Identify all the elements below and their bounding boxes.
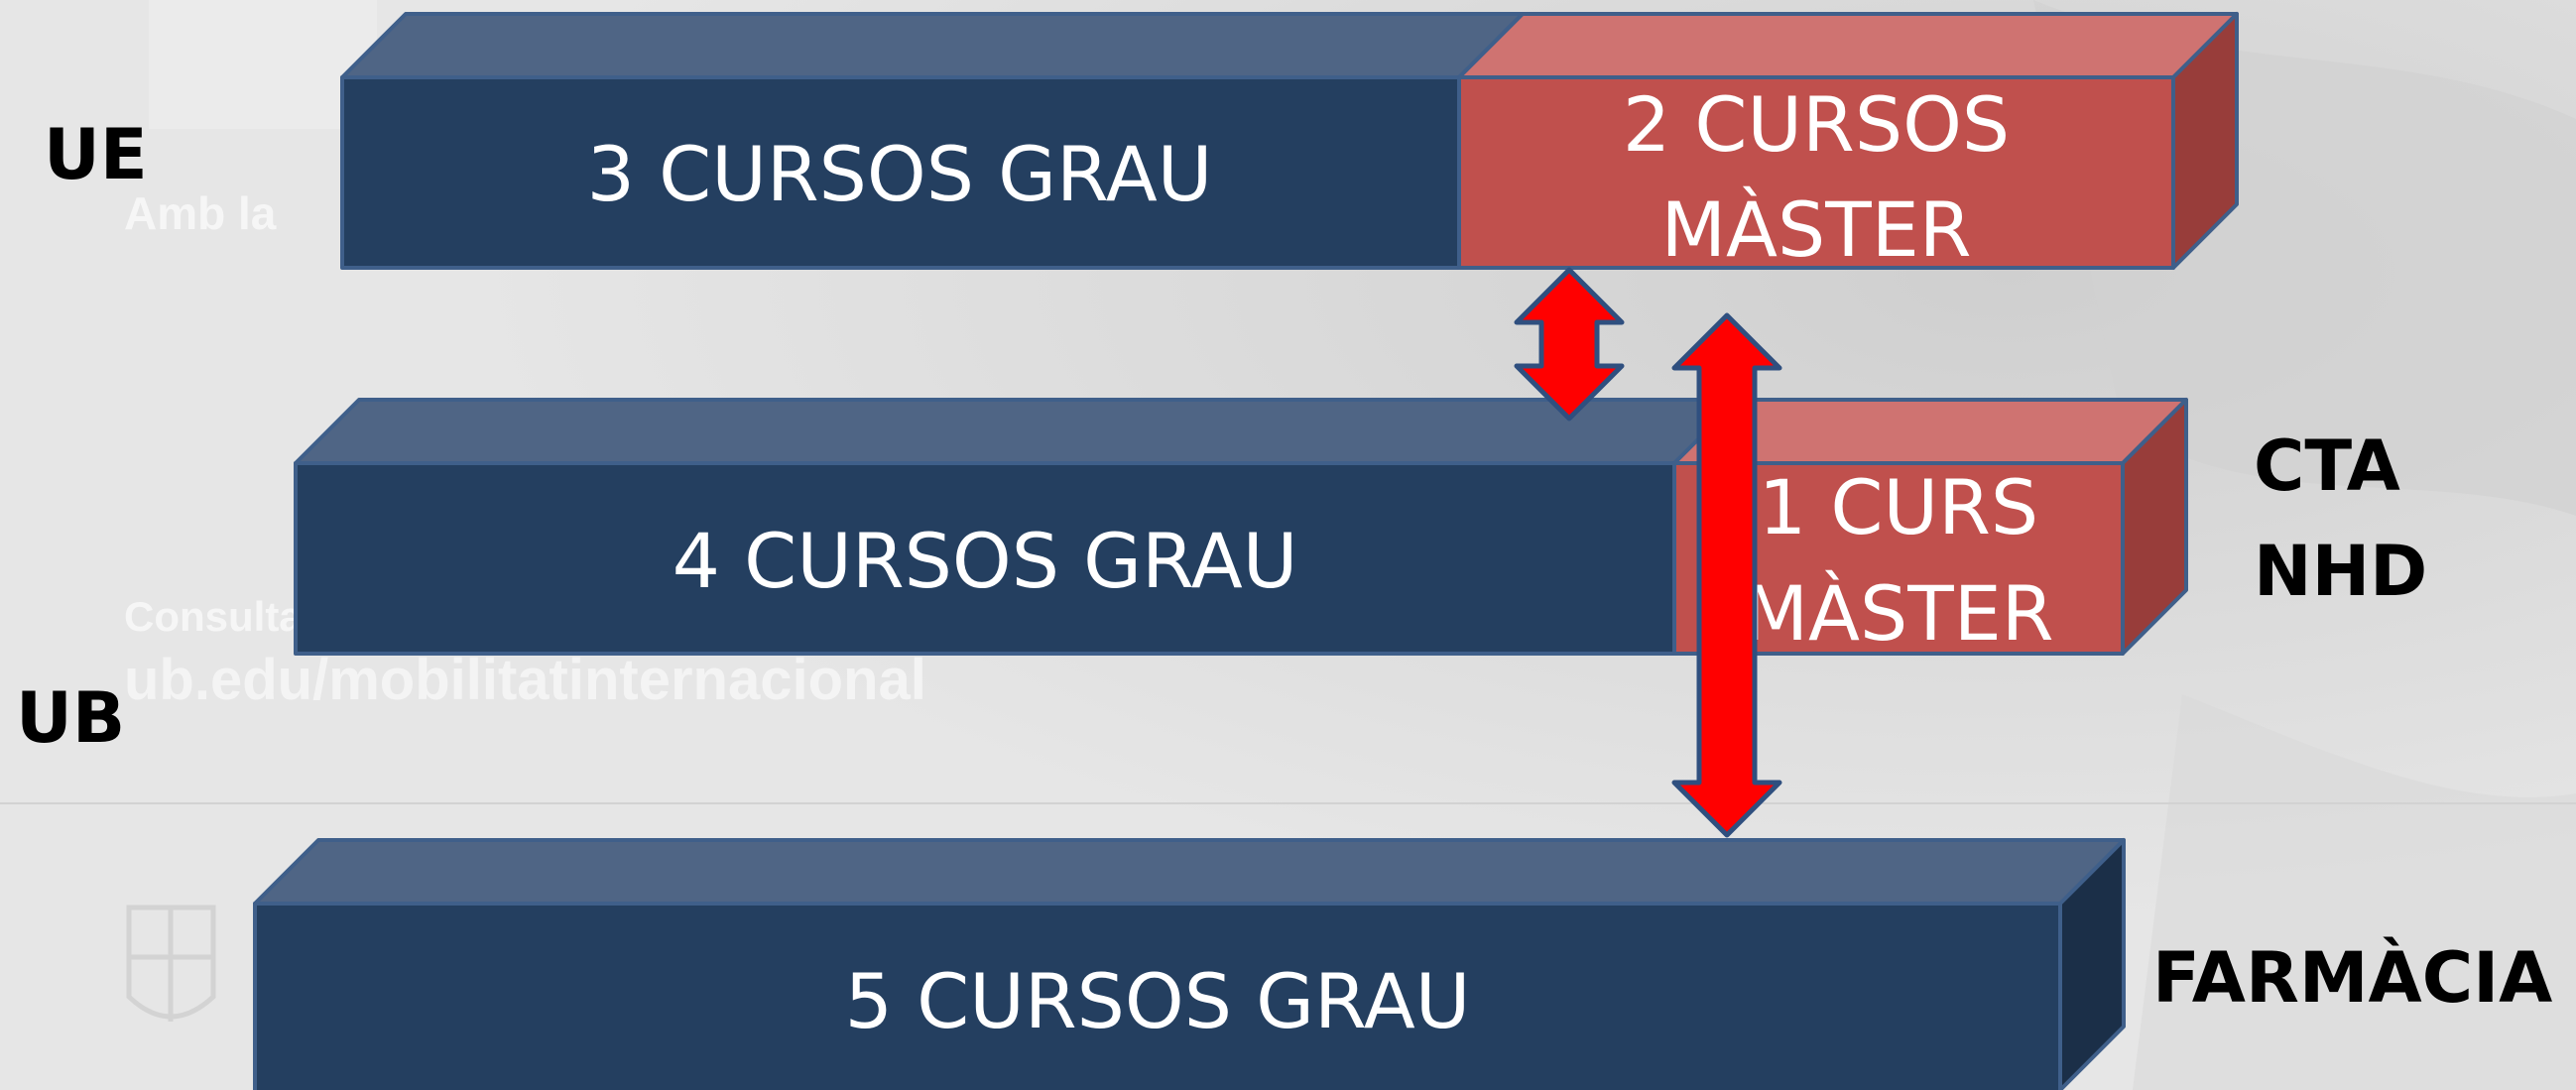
bg-consult-fragment: Consulta (124, 593, 303, 640)
grau-top-face (340, 12, 1525, 79)
grau-4-label: 4 CURSOS GRAU (673, 517, 1298, 605)
row-ue (340, 12, 2239, 270)
grau-3-label: 3 CURSOS GRAU (587, 130, 1213, 218)
label-nhd: NHD (2254, 531, 2428, 612)
bg-url-text: ub.edu/mobilitatinternacional (124, 648, 926, 712)
master-2-label-line2: MÀSTER (1660, 185, 1971, 274)
label-ub: UB (16, 677, 126, 759)
master-block-2 (1457, 75, 2175, 270)
double-arrow-ue-ub (1514, 267, 1625, 422)
grau-top-face (294, 398, 1740, 465)
label-cta: CTA (2254, 425, 2400, 507)
grau-block-4 (294, 461, 1676, 656)
grau-top-face (253, 838, 2126, 906)
university-seal-icon (126, 905, 216, 1022)
master-top-face (1457, 12, 2239, 79)
label-farmacia: FARMÀCIA (2152, 937, 2553, 1019)
master-1-label-line1: 1 CURS (1759, 463, 2038, 551)
grau-5-label: 5 CURSOS GRAU (845, 957, 1471, 1045)
master-2-label-line1: 2 CURSOS (1623, 80, 2010, 169)
row-farmacia (253, 838, 2126, 1090)
grau-block-3 (340, 75, 1461, 270)
bg-tagline-fragment: Amb la (124, 187, 277, 239)
grau-block-5 (253, 902, 2062, 1090)
master-1-label-line2: MÀSTER (1743, 569, 2053, 658)
label-ue: UE (44, 114, 148, 195)
double-arrow-ue-farmacia (1671, 312, 1782, 838)
